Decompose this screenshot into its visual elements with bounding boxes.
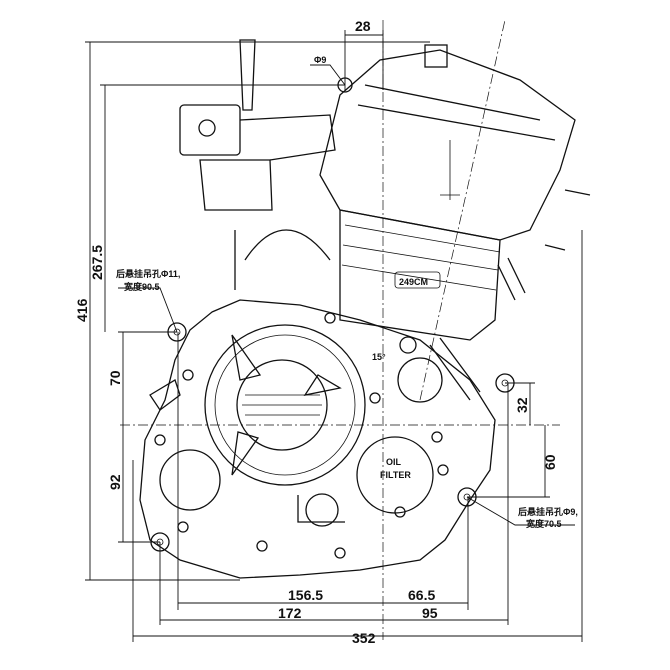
- bolts: [154, 312, 449, 559]
- clutch-cover: [159, 449, 221, 511]
- center-lines: [120, 19, 560, 640]
- right-mount-note-2: 宽度70.5: [525, 518, 562, 529]
- oil-filter-label-1: OIL: [386, 457, 402, 467]
- dim-60: 60: [542, 454, 558, 470]
- displacement-label: 249CM: [399, 277, 428, 287]
- oil-filter-label-2: FILTER: [380, 470, 411, 480]
- dim-156-5: 156.5: [288, 587, 323, 603]
- cylinder-angle: 15°: [372, 352, 386, 362]
- dimension-lines: [85, 30, 583, 642]
- left-mount-note-2: 宽度90.5: [123, 281, 160, 292]
- dim-267-5: 267.5: [89, 245, 105, 280]
- dim-32: 32: [514, 397, 530, 413]
- dim-28: 28: [355, 18, 371, 34]
- dim-172: 172: [278, 605, 302, 621]
- left-mount-note-1: 后悬挂吊孔Φ11,: [116, 268, 180, 279]
- dim-66-5: 66.5: [408, 587, 435, 603]
- dim-70: 70: [107, 370, 123, 386]
- dim-416: 416: [74, 298, 90, 322]
- dim-352: 352: [352, 630, 376, 646]
- dim-hole-9: Φ9: [314, 55, 326, 65]
- engine-outline: [139, 39, 591, 579]
- right-mount-note-1: 后悬挂吊孔Φ9,: [518, 506, 578, 517]
- mount-holes: [150, 77, 515, 552]
- dim-95: 95: [422, 605, 438, 621]
- dim-92: 92: [107, 474, 123, 490]
